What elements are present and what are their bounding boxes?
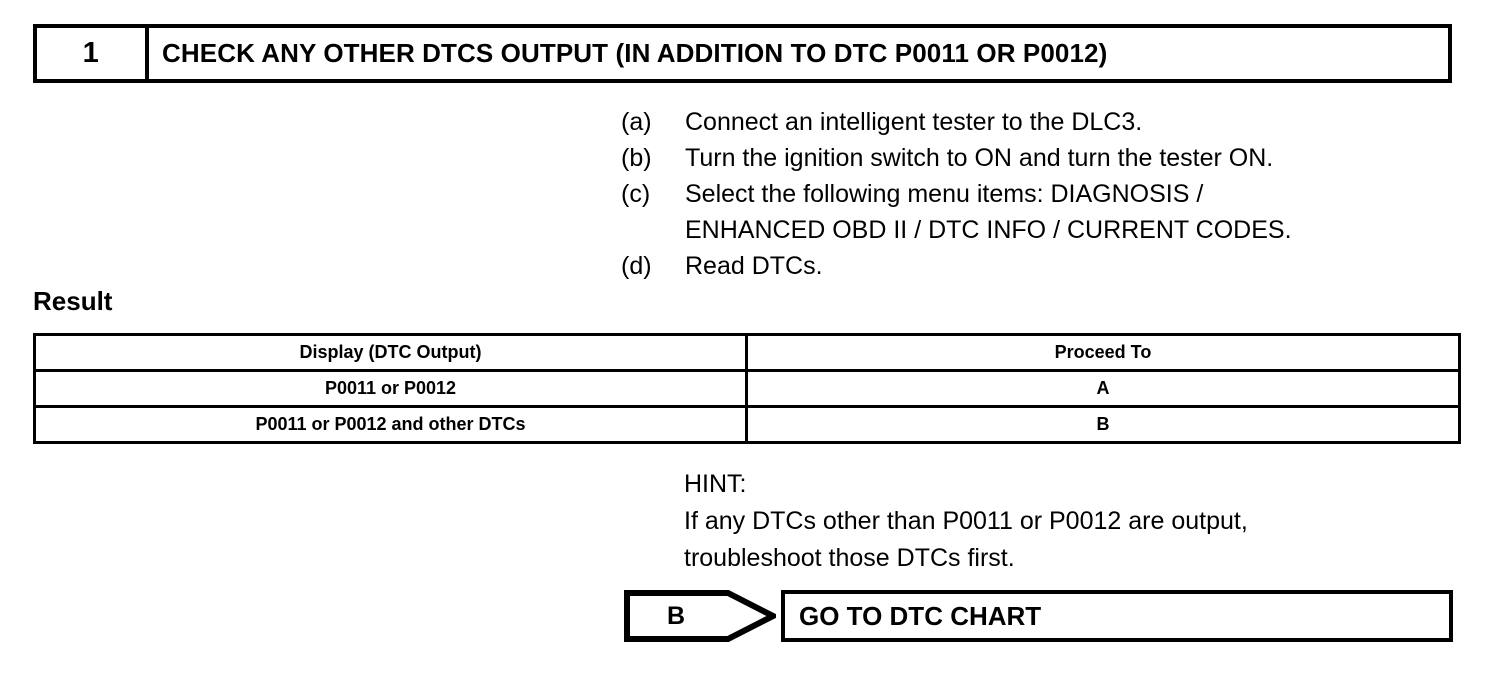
branch-arrow: B (624, 590, 776, 642)
hint-title: HINT: (684, 470, 747, 498)
goto-action-box: GO TO DTC CHART (781, 590, 1453, 642)
result-table: Display (DTC Output) Proceed To P0011 or… (33, 333, 1461, 444)
hint-line-1: If any DTCs other than P0011 or P0012 ar… (684, 507, 1248, 535)
cell-proceed-1: A (745, 369, 1461, 408)
procedure-label-d: (d) (621, 252, 652, 280)
cell-display-2: P0011 or P0012 and other DTCs (33, 405, 748, 444)
table-header-row: Display (DTC Output) Proceed To (33, 333, 1461, 372)
step-number: 1 (37, 28, 149, 79)
column-header-proceed-to: Proceed To (745, 333, 1461, 372)
table-row: P0011 or P0012 and other DTCs B (33, 405, 1461, 444)
procedure-list: (a) Connect an intelligent tester to the… (621, 104, 1451, 284)
procedure-text-c-line1: Select the following menu items: DIAGNOS… (685, 180, 1204, 208)
procedure-text-d: Read DTCs. (685, 252, 823, 280)
procedure-item-c: (c) Select the following menu items: DIA… (621, 176, 1451, 248)
hint-line-2: troubleshoot those DTCs first. (684, 544, 1015, 572)
result-heading: Result (33, 286, 113, 316)
table-row: P0011 or P0012 A (33, 369, 1461, 408)
hint-block: HINT: If any DTCs other than P0011 or P0… (684, 466, 1248, 577)
procedure-label-c: (c) (621, 180, 651, 208)
procedure-item-a: (a) Connect an intelligent tester to the… (621, 104, 1451, 140)
procedure-text-a: Connect an intelligent tester to the DLC… (685, 108, 1143, 136)
cell-display-1: P0011 or P0012 (33, 369, 748, 408)
step-title: CHECK ANY OTHER DTCS OUTPUT (IN ADDITION… (162, 38, 1108, 68)
procedure-text-b: Turn the ignition switch to ON and turn … (685, 144, 1274, 172)
procedure-text-c: Select the following menu items: DIAGNOS… (685, 176, 1451, 248)
procedure-text-c-line2: ENHANCED OBD II / DTC INFO / CURRENT COD… (685, 216, 1292, 244)
column-header-display: Display (DTC Output) (33, 333, 748, 372)
procedure-item-d: (d) Read DTCs. (621, 248, 1451, 284)
goto-row: B GO TO DTC CHART (624, 590, 1453, 642)
procedure-label-a: (a) (621, 108, 652, 136)
branch-arrow-label: B (666, 601, 686, 630)
procedure-item-b: (b) Turn the ignition switch to ON and t… (621, 140, 1451, 176)
procedure-label-b: (b) (621, 144, 652, 172)
step-header-bar: 1 CHECK ANY OTHER DTCS OUTPUT (IN ADDITI… (33, 24, 1452, 83)
arrow-pentagon-icon (624, 590, 776, 642)
cell-proceed-2: B (745, 405, 1461, 444)
